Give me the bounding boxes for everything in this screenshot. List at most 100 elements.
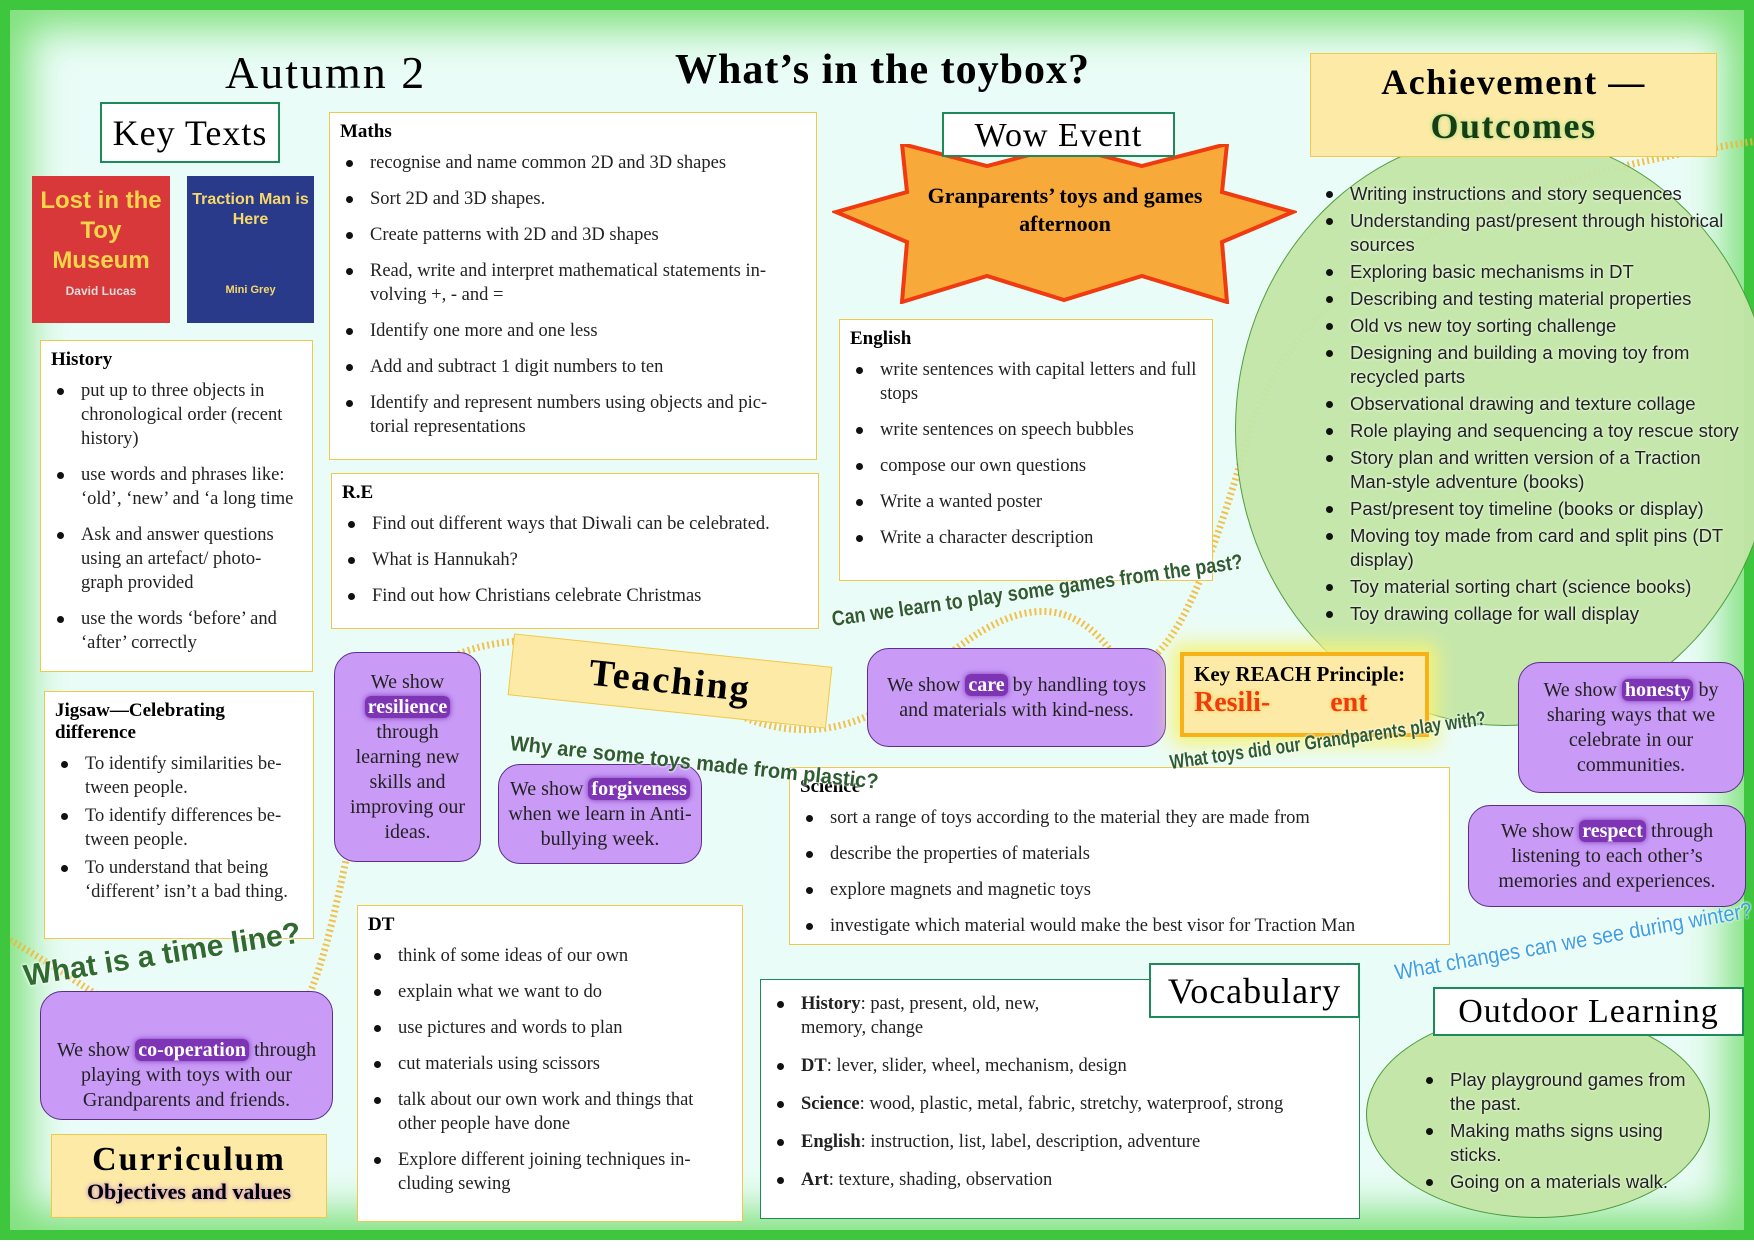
- vocabulary-list: History: past, present, old, new, memory…: [771, 992, 1349, 1192]
- value-text: through playing with toys with our Grand…: [80, 1039, 317, 1111]
- list-item: Describing and testing material properti…: [1320, 287, 1740, 311]
- list-item: Write a character description: [850, 526, 1202, 550]
- reach-principle-box: Key REACH Principle: Resili-ent: [1180, 652, 1429, 737]
- vocabulary-words: : lever, slider, wheel, mechanism, desig…: [826, 1056, 1127, 1076]
- jigsaw-list: To identify similarities be-tween people…: [55, 752, 303, 904]
- maths-list: recognise and name common 2D and 3D shap…: [340, 151, 806, 439]
- value-text: through learning new skills and improvin…: [350, 720, 465, 843]
- value-prefix: We show: [1543, 678, 1617, 701]
- re-list: Find out different ways that Diwali can …: [342, 512, 808, 608]
- book-title: Lost in the Toy Museum: [40, 187, 162, 274]
- outdoor-list: Play playground games from the past.Maki…: [1420, 1068, 1690, 1197]
- curriculum-title: Curriculum: [92, 1141, 286, 1178]
- value-care: We show care by handling toys and materi…: [867, 648, 1166, 747]
- list-item: Toy material sorting chart (science book…: [1320, 575, 1740, 599]
- list-item: Sort 2D and 3D shapes.: [340, 187, 806, 211]
- book-author: Mini Grey: [225, 284, 276, 296]
- value-resilience: We show resilience through learning new …: [334, 652, 481, 862]
- achievement-ellipse: [1235, 133, 1754, 726]
- value-word: honesty: [1621, 678, 1694, 701]
- curriculum-box: Curriculum Objectives and values: [51, 1134, 327, 1218]
- vocabulary-term: Art: [801, 1170, 829, 1190]
- list-item: use words and phrases like: ‘old’, ‘new’…: [51, 463, 302, 511]
- book-author: David Lucas: [65, 284, 137, 298]
- list-item: Observational drawing and texture collag…: [1320, 392, 1740, 416]
- list-item: write sentences on speech bubbles: [850, 418, 1202, 442]
- value-word: care: [965, 673, 1008, 696]
- achievement-title-line2: Outcomes: [1430, 106, 1597, 146]
- english-box: English write sentences with capital let…: [839, 319, 1213, 581]
- list-item: Identify and represent numbers using obj…: [340, 391, 806, 439]
- value-text: by sharing ways that we celebrate in our…: [1546, 678, 1719, 776]
- list-item: Old vs new toy sorting challenge: [1320, 314, 1740, 338]
- list-item: Explore different joining techniques in-…: [368, 1148, 732, 1196]
- wow-event-star: [832, 144, 1297, 304]
- list-item: use the words ‘before’ and ‘after’ corre…: [51, 607, 302, 655]
- reach-value-part2: ent: [1330, 687, 1368, 718]
- vocabulary-term: DT: [801, 1056, 827, 1076]
- vocabulary-item: Science: wood, plastic, metal, fabric, s…: [771, 1092, 1349, 1116]
- outdoor-title: Outdoor Learning: [1433, 987, 1744, 1036]
- vocabulary-term: English: [801, 1132, 861, 1152]
- list-item: explain what we want to do: [368, 980, 732, 1004]
- value-word: resilience: [364, 695, 451, 718]
- value-text: when we learn in Anti-bullying week.: [508, 802, 692, 850]
- page-title: What’s in the toybox?: [675, 47, 1090, 93]
- vocabulary-item: English: instruction, list, label, descr…: [771, 1130, 1349, 1154]
- list-item: Designing and building a moving toy from…: [1320, 341, 1740, 389]
- list-item: explore magnets and magnetic toys: [800, 878, 1439, 902]
- dt-heading: DT: [368, 914, 395, 935]
- list-item: compose our own questions: [850, 454, 1202, 478]
- vocabulary-item: History: past, present, old, new, memory…: [771, 992, 1101, 1040]
- list-item: Toy drawing collage for wall display: [1320, 602, 1740, 626]
- value-honesty: We show honesty by sharing ways that we …: [1518, 662, 1744, 793]
- list-item: Find out how Christians celebrate Christ…: [342, 584, 808, 608]
- re-heading: R.E: [342, 482, 374, 503]
- list-item: describe the properties of materials: [800, 842, 1439, 866]
- value-cooperation: We show co-operation through playing wit…: [40, 991, 333, 1120]
- list-item: sort a range of toys according to the ma…: [800, 806, 1439, 830]
- vocabulary-term: Science: [801, 1094, 860, 1114]
- list-item: Create patterns with 2D and 3D shapes: [340, 223, 806, 247]
- book-cover-traction-man: Traction Man is Here Mini Grey: [187, 176, 314, 323]
- key-texts-title: Key Texts: [100, 102, 280, 163]
- vocabulary-words: : past, present, old, new, memory, chang…: [801, 994, 1040, 1038]
- history-list: put up to three objects in chronological…: [51, 379, 302, 655]
- list-item: Add and subtract 1 digit numbers to ten: [340, 355, 806, 379]
- value-word: forgiveness: [588, 777, 690, 800]
- history-heading: History: [51, 349, 113, 370]
- jigsaw-heading: Jigsaw—Celebrating difference: [55, 700, 225, 743]
- reach-value-part1: Resili-: [1194, 687, 1271, 718]
- value-text: by handling toys and materials with kind…: [899, 673, 1146, 721]
- list-item: Ask and answer questions using an artefa…: [51, 523, 302, 595]
- value-prefix: We show: [510, 777, 584, 800]
- vocabulary-words: : instruction, list, label, description,…: [860, 1132, 1201, 1152]
- value-prefix: We show: [1500, 819, 1575, 842]
- achievement-title: Achievement — Outcomes: [1310, 53, 1717, 157]
- list-item: To identify differences be-tween people.: [55, 804, 303, 852]
- maths-heading: Maths: [340, 121, 392, 142]
- list-item: Moving toy made from card and split pins…: [1320, 524, 1740, 572]
- history-box: History put up to three objects in chron…: [40, 340, 313, 672]
- science-heading: Science: [800, 776, 861, 797]
- list-item: put up to three objects in chronological…: [51, 379, 302, 451]
- list-item: use pictures and words to plan: [368, 1016, 732, 1040]
- value-text: through listening to each other’s memori…: [1498, 819, 1716, 892]
- list-item: Exploring basic mechanisms in DT: [1320, 260, 1740, 284]
- list-item: think of some ideas of our own: [368, 944, 732, 968]
- list-item: write sentences with capital letters and…: [850, 358, 1202, 406]
- list-item: Write a wanted poster: [850, 490, 1202, 514]
- science-box: Science sort a range of toys according t…: [789, 767, 1450, 945]
- value-word: co-operation: [135, 1039, 249, 1061]
- list-item: recognise and name common 2D and 3D shap…: [340, 151, 806, 175]
- dt-box: DT think of some ideas of our own explain…: [357, 905, 743, 1222]
- list-item: Identify one more and one less: [340, 319, 806, 343]
- achievement-list: Writing instructions and story sequences…: [1320, 182, 1740, 629]
- list-item: cut materials using scissors: [368, 1052, 732, 1076]
- science-list: sort a range of toys according to the ma…: [800, 806, 1439, 938]
- value-prefix: We show: [886, 673, 961, 696]
- list-item: Going on a materials walk.: [1420, 1170, 1690, 1194]
- list-item: Making maths signs using sticks.: [1420, 1119, 1690, 1167]
- term-title: Autumn 2: [225, 47, 427, 98]
